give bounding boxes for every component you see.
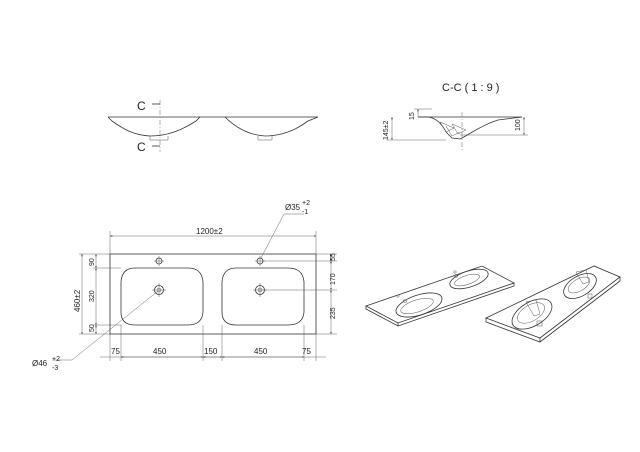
plan-view: 1200±2 Ø35 +2 -1 Ø46 +2 -3 460±2 90 320 …: [32, 200, 337, 372]
front-elevation: C C: [107, 99, 319, 154]
dim-rim: 15: [409, 112, 416, 120]
dim-bottom-75-right: 75: [302, 347, 311, 356]
section-title: C-C ( 1 : 9 ): [442, 82, 499, 94]
svg-text:Ø35: Ø35: [285, 203, 301, 212]
dim-left-90: 90: [89, 258, 96, 266]
dim-right-170: 170: [330, 273, 337, 285]
dim-right-55: 55: [330, 253, 337, 261]
dim-bottom-450-left: 450: [153, 347, 167, 356]
isometric-view-bottom: [484, 265, 621, 343]
svg-text:-3: -3: [52, 365, 58, 372]
dim-depth: 100: [515, 119, 522, 131]
dim-overall-width: 1200±2: [196, 227, 223, 236]
dim-left-50: 50: [89, 324, 96, 332]
section-view: C-C ( 1 : 9 ) 145±2 15 100: [383, 82, 528, 150]
faucet-hole-label: Ø35 +2 -1: [285, 200, 310, 216]
dim-bottom-450-right: 450: [254, 347, 268, 356]
dim-right-235: 235: [330, 307, 337, 319]
drain-hole-label: Ø46 +2 -3: [32, 356, 60, 372]
svg-text:+2: +2: [52, 356, 60, 363]
cut-label-top: C: [137, 99, 146, 113]
dim-height: 145±2: [383, 120, 390, 140]
dim-left-320: 320: [89, 290, 96, 302]
left-basin: [120, 267, 204, 326]
svg-text:-1: -1: [302, 209, 308, 216]
svg-text:Ø46: Ø46: [32, 359, 48, 368]
isometric-view-top: [365, 265, 515, 327]
dim-bottom-150: 150: [204, 347, 218, 356]
cut-label-bottom: C: [137, 140, 146, 154]
dim-overall-depth: 460±2: [73, 289, 82, 312]
svg-text:+2: +2: [302, 200, 310, 207]
dim-bottom-75-left: 75: [111, 347, 120, 356]
right-basin: [221, 267, 305, 326]
